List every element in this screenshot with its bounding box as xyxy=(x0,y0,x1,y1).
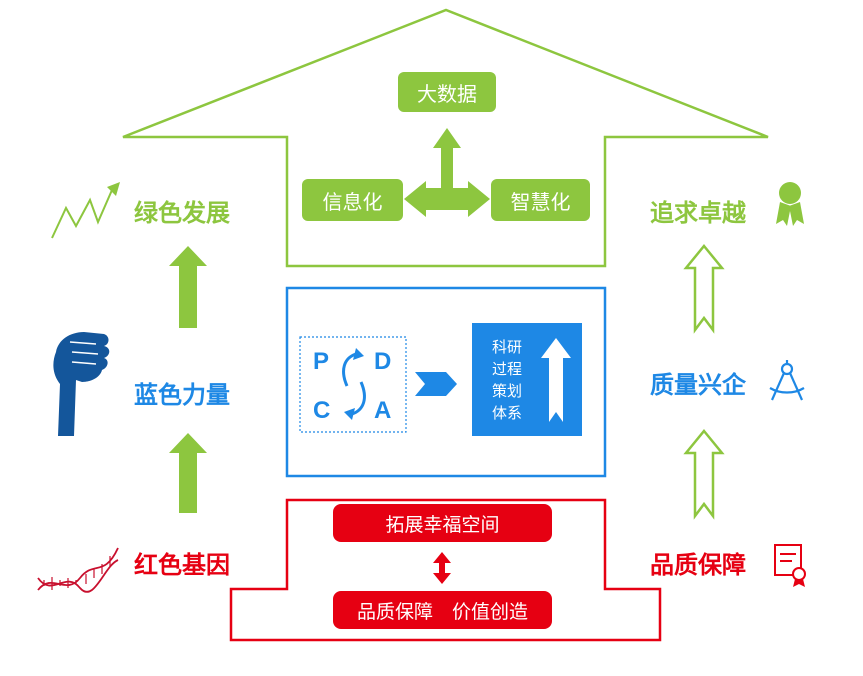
plan-line-1: 科研 xyxy=(492,338,523,356)
plan-line-4: 体系 xyxy=(492,404,523,422)
expand-happiness-label: 拓展幸福空间 xyxy=(333,504,552,542)
pdca-dotted-frame xyxy=(299,336,407,433)
cross-arrow-icon xyxy=(404,128,490,217)
compass-icon xyxy=(769,360,805,401)
green-development-label: 绿色发展 xyxy=(134,199,230,227)
pdca-d: D xyxy=(374,348,392,375)
pursue-excellence-label: 追求卓越 xyxy=(650,199,746,227)
plan-box xyxy=(472,323,582,436)
roof-outline xyxy=(122,8,769,268)
plan-line-3: 策划 xyxy=(492,382,523,400)
pdca-a: A xyxy=(374,397,392,424)
cycle-arrowheads xyxy=(344,348,364,420)
fist-icon xyxy=(53,332,110,436)
quality-value-label: 品质保障 价值创造 xyxy=(333,591,552,629)
blue-power-label: 蓝色力量 xyxy=(134,381,230,409)
quality-assurance-label: 品质保障 xyxy=(650,551,746,579)
up-arrow-right-top xyxy=(683,244,725,334)
plan-up-arrow xyxy=(541,338,571,422)
quality-prosperity-label: 质量兴企 xyxy=(650,371,746,399)
double-arrow-icon xyxy=(433,552,451,584)
red-gene-label: 红色基因 xyxy=(134,551,230,579)
informatization-label: 信息化 xyxy=(302,179,403,221)
plan-line-2: 过程 xyxy=(492,360,523,378)
up-arrow-left-top xyxy=(169,246,207,328)
cycle-arrows-icon xyxy=(342,352,366,416)
chevron-right-icon xyxy=(415,372,457,396)
big-data-label: 大数据 xyxy=(398,72,496,112)
pdca-p: P xyxy=(313,348,330,375)
up-arrow-right-bottom xyxy=(683,429,725,520)
intelligence-label: 智慧化 xyxy=(491,179,590,221)
award-ribbon-icon xyxy=(776,182,804,226)
growth-chart-icon xyxy=(51,182,120,239)
pdca-c: C xyxy=(313,397,331,424)
dna-icon xyxy=(37,547,119,593)
up-arrow-left-bottom xyxy=(169,433,207,513)
certificate-icon xyxy=(774,544,806,587)
base-outline xyxy=(229,498,662,642)
pdca-box xyxy=(285,286,607,478)
